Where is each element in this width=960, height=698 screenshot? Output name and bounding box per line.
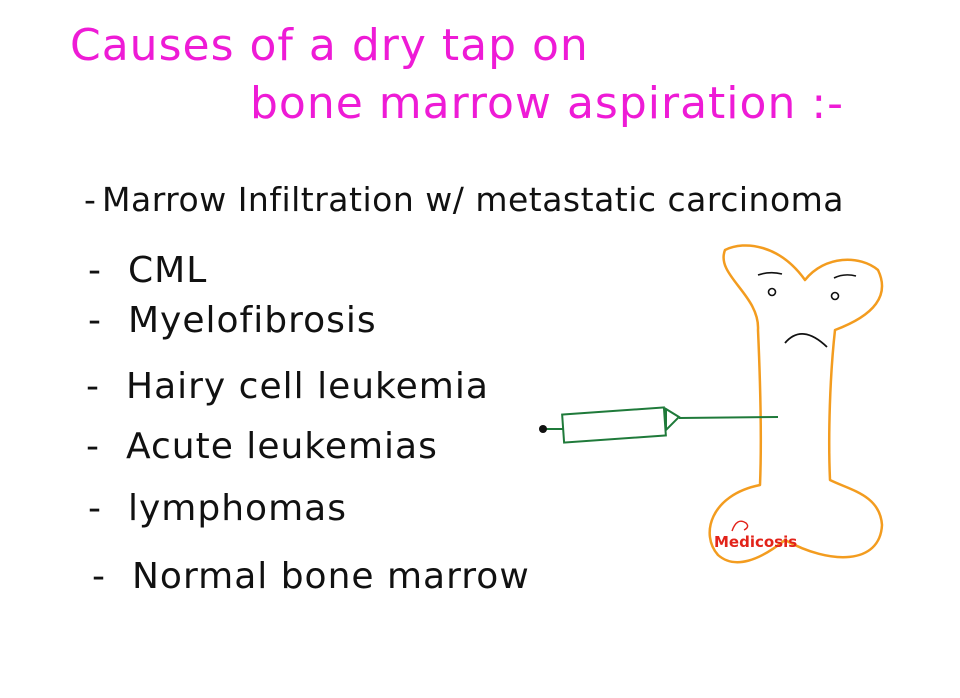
cause-item-normal-bone-marrow: -Normal bone marrow [92,556,530,597]
cause-item-lymphomas: -lymphomas [88,488,347,529]
cause-item-acute-leukemias: -Acute leukemias [86,426,438,467]
cause-label: lymphomas [128,488,347,529]
syringe-plunger-tip [539,425,547,433]
bullet-dash: - [92,556,106,597]
bullet-dash: - [88,250,102,291]
syringe-icon [544,406,779,444]
title-line-1: Causes of a dry tap on [70,20,589,71]
cause-label: Myelofibrosis [128,300,377,341]
cause-label: Marrow Infiltration w/ metastatic carcin… [102,180,845,219]
cause-item-myelofibrosis: -Myelofibrosis [88,300,377,341]
bone-outline [708,244,884,564]
cause-label: CML [128,250,208,291]
bullet-dash: - [86,366,100,407]
eye-right [830,291,840,301]
bullet-dash: - [86,426,100,467]
eyebrow-left [757,271,783,276]
cause-label: Hairy cell leukemia [126,366,489,407]
cause-item-cml: -CML [88,250,207,291]
stethoscope-icon [731,520,749,532]
eye-left [767,287,777,297]
bullet-dash: - [88,300,102,341]
cause-label: Acute leukemias [126,426,438,467]
frown-mouth [784,333,828,348]
bone-illustration: Medicosis [539,244,884,564]
title-line-2: bone marrow aspiration :- [250,78,845,129]
cause-item-marrow-infiltration: -Marrow Infiltration w/ metastatic carci… [84,180,844,219]
cause-label: Normal bone marrow [132,556,530,597]
medicosis-logo: Medicosis [714,520,797,551]
watermark-text: Medicosis [714,533,797,551]
eyebrow-right [833,274,857,279]
bullet-dash: - [88,488,102,529]
cause-item-hairy-cell-leukemia: -Hairy cell leukemia [86,366,489,407]
bullet-dash: - [84,180,97,219]
